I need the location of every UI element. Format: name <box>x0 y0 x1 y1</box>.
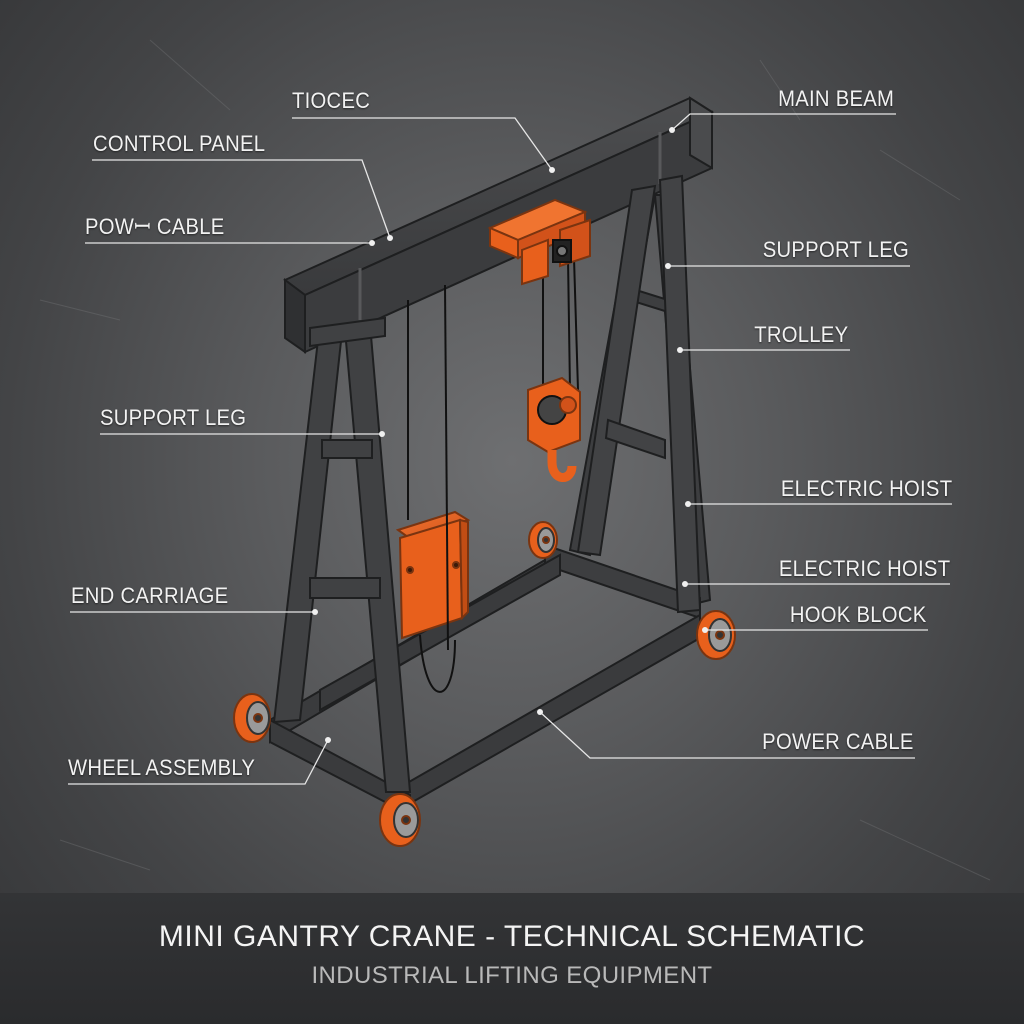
leader-tocec <box>292 117 553 171</box>
front-right-frame <box>576 174 702 614</box>
wheel-front-left <box>233 693 271 743</box>
label-end-carriage: END CARRIAGE <box>71 583 229 608</box>
label-tocec: TIOCEC <box>292 88 371 113</box>
label-support-leg-right: SUPPORT LEG <box>762 237 909 262</box>
right-base-rail <box>394 613 701 814</box>
main-beam-end <box>284 278 306 354</box>
hoist-cables <box>407 257 579 693</box>
leader-control-panel <box>92 159 391 239</box>
label-main-beam: MAIN BEAM <box>777 86 894 111</box>
surface-scratches <box>39 39 991 881</box>
front-left-frame <box>272 316 412 793</box>
base-rails <box>269 553 701 817</box>
trolley <box>487 198 591 286</box>
wheel-rear-right <box>696 610 736 660</box>
leader-wheel-assembly <box>68 739 329 785</box>
leader-lines <box>68 113 952 785</box>
label-electric-hoist-1: ELECTRIC HOIST <box>780 476 952 501</box>
label-support-leg-left: SUPPORT LEG <box>100 405 247 430</box>
front-right-outer-leg <box>658 174 702 614</box>
hook-block <box>527 376 581 482</box>
front-leg-top-plate <box>309 316 386 348</box>
front-right-inner-leg <box>576 184 657 557</box>
label-hook-block: HOOK BLOCK <box>789 602 926 627</box>
wheel-front-right <box>379 793 421 847</box>
front-right-brace <box>604 418 666 460</box>
wheel-assembly <box>233 521 736 847</box>
label-power-cable-bottom: POWER CABLE <box>762 729 914 754</box>
label-control-panel: CONTROL PANEL <box>93 131 266 156</box>
front-left-brace-high <box>321 439 373 459</box>
beam-end-cap-right <box>689 96 713 170</box>
schematic-subtitle: INDUSTRIAL LIFTING EQUIPMENT <box>311 962 713 989</box>
label-electric-hoist-2: ELECTRIC HOIST <box>778 556 950 581</box>
wheel-rear-left <box>528 521 558 559</box>
label-trolley: TROLLEY <box>753 322 848 347</box>
schematic-title: MINI GANTRY CRANE - TECHNICAL SCHEMATIC <box>158 920 866 953</box>
leader-power-cable-bottom <box>539 711 915 759</box>
leader-main-beam <box>671 113 896 131</box>
front-left-brace-low <box>309 577 381 599</box>
leader-endpoints <box>312 127 708 743</box>
control-panel-box <box>395 510 471 640</box>
footer-banner <box>0 893 1024 1024</box>
front-left-outer-leg <box>272 330 344 724</box>
label-power-cable-top: POWꟷ CABLE <box>85 214 225 239</box>
label-wheel-assembly: WHEEL ASSEMBLY <box>68 755 256 780</box>
